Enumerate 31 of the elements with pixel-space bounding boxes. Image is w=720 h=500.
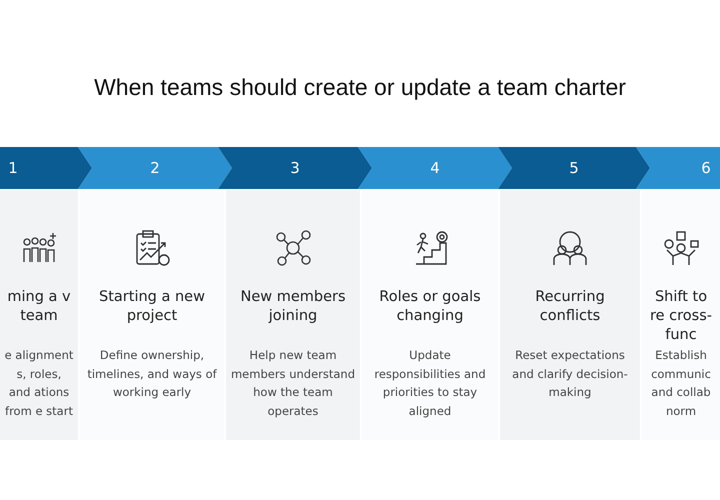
card-heading: New members joining bbox=[239, 288, 347, 326]
step-card bbox=[642, 190, 720, 440]
step-card bbox=[362, 190, 498, 440]
step-card bbox=[500, 190, 640, 440]
card-description: Update responsibilities and priorities to stay aligned bbox=[373, 347, 487, 420]
step-number: 3 bbox=[290, 158, 300, 178]
card-heading: Roles or goals changing bbox=[378, 288, 482, 326]
card-heading: ming a v team bbox=[6, 288, 72, 326]
card-description: Define ownership, timelines, and ways of working early bbox=[86, 347, 218, 401]
chevron-step bbox=[636, 147, 720, 189]
title: When teams should create or update a team charter bbox=[93, 74, 627, 101]
step-number: 4 bbox=[430, 158, 440, 178]
chevron-step bbox=[78, 147, 232, 189]
card-description: Establish communic and collab norm bbox=[650, 347, 712, 420]
card-description: e alignment s, roles, and ations from e start bbox=[4, 347, 74, 420]
step-number: 6 bbox=[701, 158, 711, 178]
card-description: Help new team members understand how the team operates bbox=[230, 347, 356, 420]
step-number: 2 bbox=[150, 158, 160, 178]
card-heading: Shift to re cross-func bbox=[648, 288, 713, 345]
card-heading: Recurring conflicts bbox=[534, 288, 606, 326]
chevron-step bbox=[0, 147, 92, 189]
chevron-step bbox=[218, 147, 372, 189]
step-card bbox=[226, 190, 360, 440]
card-description: Reset expectations and clarify decision-making bbox=[511, 347, 629, 401]
chevron-step bbox=[358, 147, 512, 189]
step-number: 1 bbox=[8, 158, 18, 178]
chevron-step bbox=[498, 147, 650, 189]
card-heading: Starting a new project bbox=[98, 288, 206, 326]
step-number: 5 bbox=[569, 158, 579, 178]
step-card bbox=[80, 190, 224, 440]
step-card bbox=[0, 190, 78, 440]
